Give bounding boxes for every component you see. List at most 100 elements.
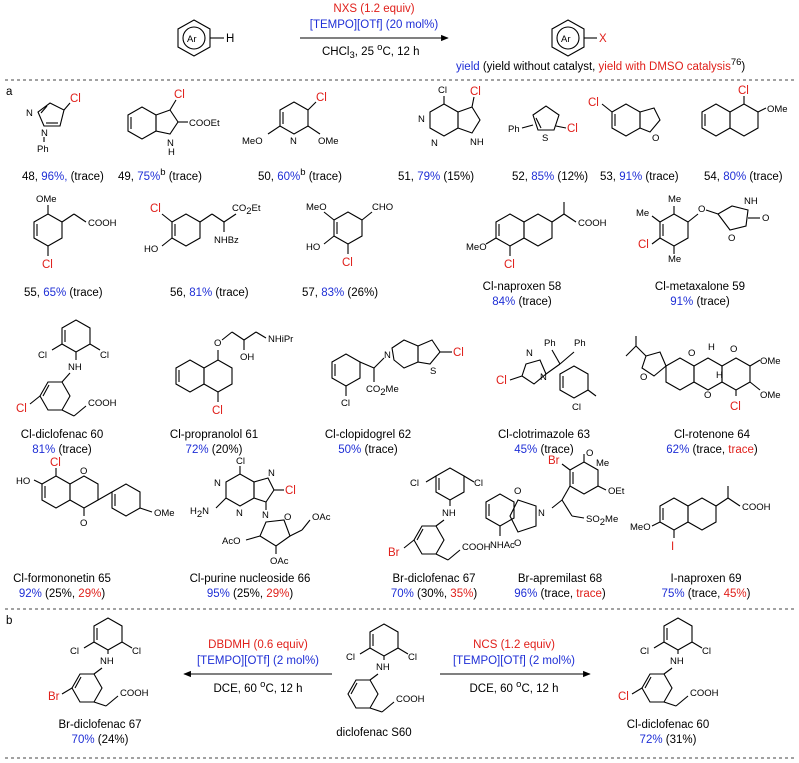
o-atom: O <box>730 344 737 355</box>
left-product-yield: 70% (24%) <box>72 734 129 746</box>
o-atom: O <box>728 233 735 244</box>
so2me-group: SO2Me <box>586 514 618 528</box>
compound-60-b: Cl Cl NH Cl COOH <box>618 617 719 707</box>
ar-label: Ar <box>561 34 571 45</box>
cl-atom: Cl <box>618 691 629 703</box>
label-56: 56, 81% (trace) <box>170 287 249 299</box>
cl-atom: Cl <box>408 652 417 663</box>
cl-atom: Cl <box>504 259 515 271</box>
o-atom: O <box>214 338 221 349</box>
ome-group: OMe <box>318 136 339 147</box>
cl-atom: Cl <box>453 347 464 359</box>
ph-group: Ph <box>37 144 49 155</box>
conditions-text: CHCl3, 25 oC, 12 h <box>322 42 420 61</box>
compound-49: Cl COOEt N H <box>127 89 220 158</box>
nh-atom: NH <box>376 662 390 673</box>
nh-atom: NH <box>670 656 684 667</box>
o-atom: O <box>762 213 769 224</box>
label-67-yield: 70% (30%, 35%) <box>391 588 478 600</box>
o-atom: O <box>586 448 593 459</box>
compound-51: Cl Cl N N NH <box>418 85 484 149</box>
cl-atom: Cl <box>212 405 223 417</box>
n-atom: N <box>167 138 174 149</box>
compound-53: Cl O <box>588 97 661 144</box>
label-69-name: I-naproxen 69 <box>671 573 742 585</box>
me-group: Me <box>596 458 609 469</box>
cooh-group: COOH <box>396 694 425 705</box>
nh-atom: NH <box>68 362 82 373</box>
panel-a-label: a <box>6 86 13 98</box>
h-atom: H <box>716 370 723 381</box>
label-67-name: Br-diclofenac 67 <box>392 573 475 585</box>
label-50: 50, 60%b (trace) <box>258 167 342 183</box>
cl-atom: Cl <box>496 375 507 387</box>
cl-atom: Cl <box>50 457 61 469</box>
i-atom: I <box>671 541 674 553</box>
ome-group: OMe <box>154 508 175 519</box>
oac-group: OAc <box>312 512 331 523</box>
compound-67-b: Cl Cl NH Br COOH <box>48 617 149 707</box>
label-63-name: Cl-clotrimazole 63 <box>498 429 590 441</box>
s-atom: S <box>542 133 548 144</box>
nh-atom: NH <box>470 137 484 148</box>
compound-66: Cl N N N H2N Cl N O AcO OAc OAc <box>190 456 331 567</box>
n-atom: N <box>268 468 275 479</box>
me-group: Me <box>668 254 681 265</box>
h-atom: H <box>168 147 175 158</box>
cooh-group: COOH <box>120 688 149 699</box>
legend-text: yield (yield without catalyst, yield wit… <box>456 57 745 73</box>
label-51: 51, 79% (15%) <box>398 171 474 183</box>
ome-group: OMe <box>760 390 781 401</box>
label-57: 57, 83% (26%) <box>302 287 378 299</box>
n-atom: N <box>290 136 297 147</box>
starting-material-name: diclofenac S60 <box>336 727 411 739</box>
right-product-name: Cl-diclofenac 60 <box>627 719 709 731</box>
header-reaction: Ar H NXS (1.2 equiv) [TEMPO][OTf] (20 mo… <box>177 3 745 73</box>
nh2-group: H2N <box>190 506 209 520</box>
x-label: X <box>599 33 607 45</box>
cl-atom: Cl <box>16 403 27 415</box>
compound-61: O OH NHiPr Cl <box>175 331 293 417</box>
right-catalyst: [TEMPO][OTf] (2 mol%) <box>453 655 575 667</box>
n-atom: N <box>41 128 48 139</box>
ome-group: OMe <box>36 194 57 205</box>
cl-atom: Cl <box>132 646 141 657</box>
ph-group: Ph <box>574 338 586 349</box>
compound-58: MeO Cl COOH <box>466 202 607 271</box>
label-54: 54, 80% (trace) <box>704 171 783 183</box>
n-atom: N <box>418 114 425 125</box>
label-59-name: Cl-metaxalone 59 <box>655 281 745 293</box>
label-65-yield: 92% (25%, 29%) <box>19 588 106 600</box>
left-product-name: Br-diclofenac 67 <box>58 719 141 731</box>
me-group: Me <box>668 194 681 205</box>
cl-atom: Cl <box>100 350 109 361</box>
o-atom: O <box>514 486 521 497</box>
compound-50: Cl N MeO OMe <box>242 92 339 147</box>
co2me-group: CO2Me <box>366 384 399 398</box>
cl-atom: Cl <box>174 89 185 101</box>
n-atom: N <box>431 138 438 149</box>
cl-atom: Cl <box>588 97 599 109</box>
o-atom: O <box>688 348 695 359</box>
compound-54: Cl OMe <box>701 85 788 137</box>
nh-atom: NH <box>100 656 114 667</box>
label-48: 48, 96%, (trace) <box>22 171 104 183</box>
cooh-group: COOH <box>742 502 771 513</box>
cl-atom: Cl <box>640 646 649 657</box>
label-52: 52, 85% (12%) <box>512 171 588 183</box>
nh-atom: NH <box>442 508 456 519</box>
o-atom: O <box>80 466 87 477</box>
cl-atom: Cl <box>474 478 483 489</box>
cl-atom: Cl <box>730 401 741 413</box>
compound-60: Cl Cl NH Cl COOH <box>16 319 117 417</box>
compound-52: S Ph Cl <box>508 105 578 144</box>
cl-atom: Cl <box>342 257 353 269</box>
compound-56: Cl HO CO2Et NHBz <box>144 203 261 255</box>
n-atom: N <box>262 510 269 521</box>
cl-atom: Cl <box>38 350 47 361</box>
label-49: 49, 75%b (trace) <box>118 167 202 183</box>
cl-atom: Cl <box>567 123 578 135</box>
o-atom: O <box>698 204 705 215</box>
cl-atom: Cl <box>316 92 327 104</box>
oac-group: AcO <box>222 536 240 547</box>
